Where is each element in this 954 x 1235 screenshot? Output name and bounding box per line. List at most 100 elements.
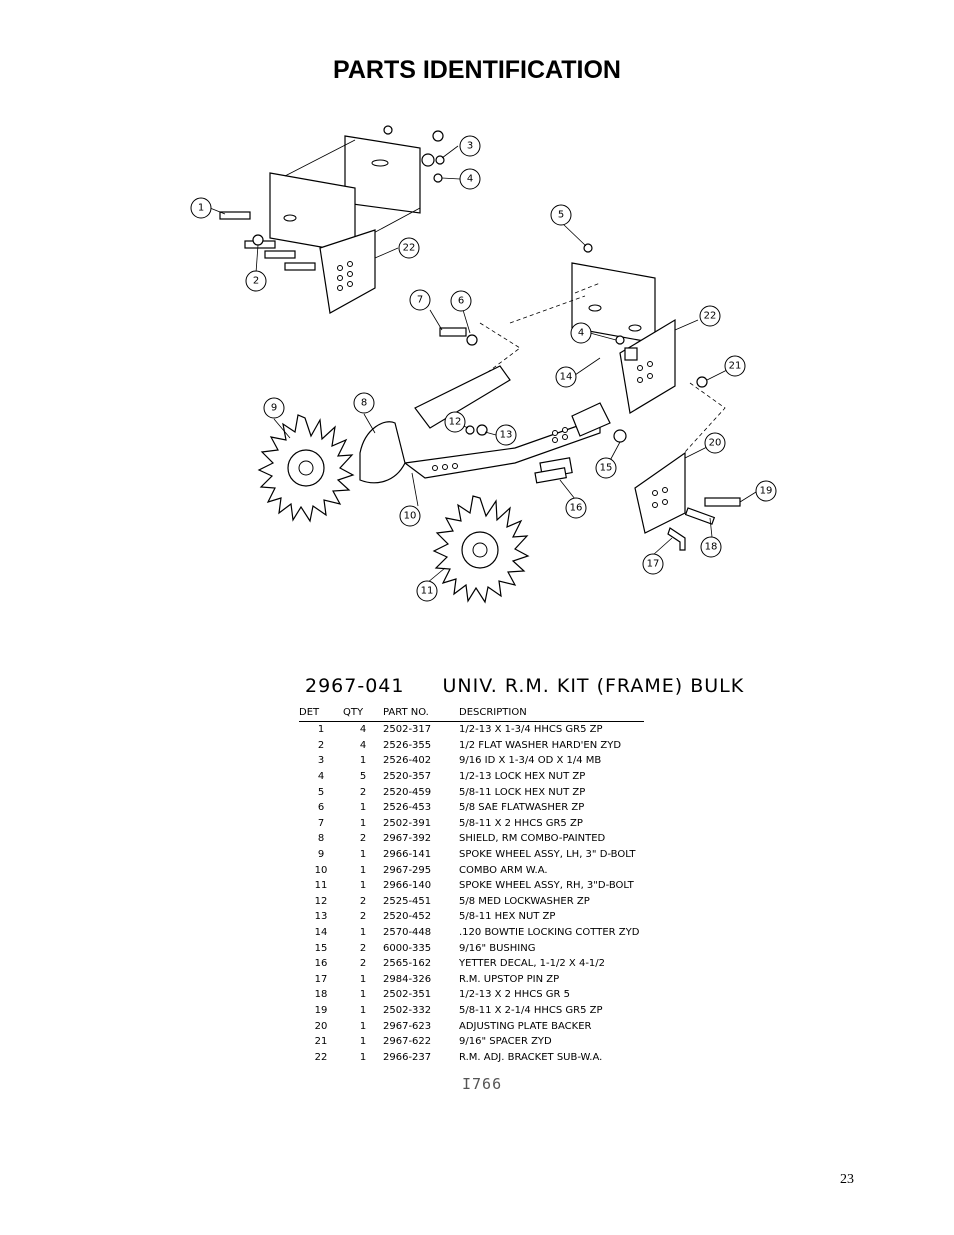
callout-9: 9 [263,397,285,419]
adjustment-bracket-assembly [479,243,726,464]
cell-description: R.M. UPSTOP PIN ZP [459,973,560,985]
cell-det: 17 [314,973,328,985]
callout-11: 11 [416,580,438,602]
cell-det: 12 [314,895,328,907]
cell-description: 1/2 FLAT WASHER HARD'EN ZYD [459,739,622,751]
adjusting-plate [534,429,741,551]
callout-19: 19 [755,480,777,502]
cell-description: 5/8 SAE FLATWASHER ZP [459,802,585,814]
svg-text:16: 16 [570,503,583,514]
cell-qty: 1 [359,864,367,876]
cell-description: .120 BOWTIE LOCKING COTTER ZYD [459,927,640,939]
spoke-wheel-left [257,414,355,523]
cell-qty: 1 [359,1004,367,1016]
callout-2: 2 [245,270,267,292]
callout-20: 20 [704,432,726,454]
cell-part-no: 2570-448 [383,927,432,939]
drawing-number: I766 [462,1075,503,1093]
callout-21: 21 [724,355,746,377]
table-row: 17 1 2984-326 R.M. UPSTOP PIN ZP [299,972,644,988]
cell-det: 18 [314,989,328,1001]
svg-text:6: 6 [458,296,464,307]
svg-text:5: 5 [558,210,564,221]
cell-qty: 4 [359,724,367,736]
svg-text:12: 12 [449,417,462,428]
cell-description: 9/16" BUSHING [459,942,536,954]
cell-part-no: 2526-402 [383,755,432,767]
cell-part-no: 2525-451 [383,895,432,907]
page-number: 23 [840,1172,854,1187]
cell-part-no: 2502-391 [383,817,432,829]
cell-description: 9/16 ID X 1-3/4 OD X 1/4 MB [459,755,602,767]
cell-description: COMBO ARM W.A. [459,864,548,876]
exploded-parts-diagram: 1 2 3 4 22 5 7 6 4 22 21 14 9 8 12 13 20… [190,125,777,604]
cell-qty: 1 [359,989,367,1001]
cell-description: 1/2-13 X 1-3/4 HHCS GR5 ZP [459,724,603,736]
callout-16: 16 [565,497,587,519]
cell-qty: 2 [359,911,367,923]
parts-table-header: DET QTY PART NO. DESCRIPTION [299,706,644,722]
callout-14: 14 [555,366,577,388]
cell-part-no: 6000-335 [383,942,432,954]
cell-det: 19 [314,1004,328,1016]
cell-part-no: 2520-357 [383,771,432,783]
cell-part-no: 2502-332 [383,1004,432,1016]
cell-qty: 1 [359,755,367,767]
cell-det: 14 [314,927,328,939]
cell-det: 22 [314,1051,328,1063]
cell-part-no: 2967-623 [383,1020,432,1032]
cell-description: SHIELD, RM COMBO-PAINTED [459,833,606,845]
shield [359,421,406,484]
cell-part-no: 2966-237 [383,1051,432,1063]
svg-text:10: 10 [404,511,417,522]
callout-10: 10 [399,505,421,527]
table-row: 13 2 2520-452 5/8-11 HEX NUT ZP [299,909,644,925]
cell-part-no: 2984-326 [383,973,432,985]
cell-part-no: 2966-140 [383,880,432,892]
cell-det: 2 [317,739,325,751]
svg-text:17: 17 [647,559,660,570]
kit-name: UNIV. R.M. KIT (FRAME) BULK [442,675,745,697]
svg-text:21: 21 [729,361,742,372]
combo-arm [403,327,638,479]
cell-qty: 2 [359,895,367,907]
svg-text:13: 13 [500,430,513,441]
svg-text:4: 4 [467,174,473,185]
header-qty: QTY [343,706,383,722]
cell-det: 1 [317,724,325,736]
cell-qty: 1 [359,817,367,829]
svg-text:18: 18 [705,542,718,553]
cell-qty: 1 [359,973,367,985]
cell-det: 13 [314,911,328,923]
callout-13: 13 [495,424,517,446]
cell-description: 5/8-11 X 2-1/4 HHCS GR5 ZP [459,1004,603,1016]
cell-det: 21 [314,1036,328,1048]
cell-description: R.M. ADJ. BRACKET SUB-W.A. [459,1051,603,1063]
cell-qty: 5 [359,771,367,783]
svg-text:11: 11 [421,586,434,597]
svg-text:19: 19 [760,486,773,497]
callout-22b: 22 [699,305,721,327]
table-row: 19 1 2502-332 5/8-11 X 2-1/4 HHCS GR5 ZP [299,1003,644,1019]
cell-qty: 2 [359,786,367,798]
cell-part-no: 2520-452 [383,911,432,923]
cell-det: 10 [314,864,328,876]
header-part-no: PART NO. [383,706,459,722]
svg-text:1: 1 [198,203,204,214]
cell-description: 5/8-11 HEX NUT ZP [459,911,556,923]
cell-det: 3 [317,755,325,767]
svg-text:4: 4 [578,328,584,339]
cell-qty: 2 [359,833,367,845]
callout-17: 17 [642,553,664,575]
